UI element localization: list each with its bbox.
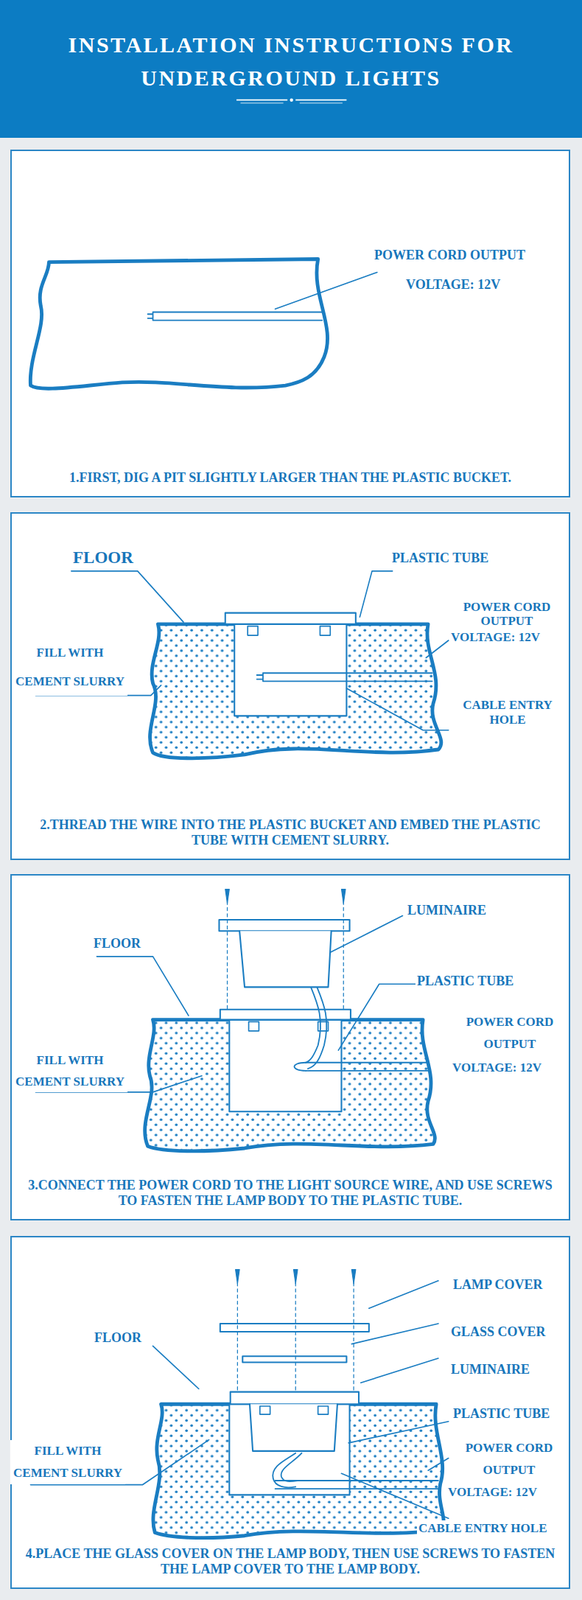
part-label: CABLE ENTRY HOLE xyxy=(455,697,560,728)
part-label: CABLE ENTRY HOLE xyxy=(416,1519,549,1537)
part-label: PLASTIC TUBE xyxy=(390,549,490,566)
voltage-label: VOLTAGE: 12V xyxy=(449,629,542,645)
floor-label: FLOOR xyxy=(71,548,135,568)
voltage-label: VOLTAGE: 12V xyxy=(446,1483,539,1500)
voltage-label: VOLTAGE: 12V xyxy=(450,1059,543,1076)
part-label: LAMP COVER xyxy=(451,1275,545,1293)
part-label: LUMINAIRE xyxy=(449,1360,532,1377)
voltage-label: VOLTAGE: 12V xyxy=(404,276,502,293)
part-label: PLASTIC TUBE xyxy=(451,1404,552,1422)
fill-label: FILL WITH CEMENT SLURRY xyxy=(10,1439,126,1484)
fill-label: FILL WITH CEMENT SLURRY xyxy=(12,1049,128,1092)
step-caption: 4.PLACE THE GLASS COVER ON THE LAMP BODY… xyxy=(23,1545,557,1577)
fill-label: FILL WITH CEMENT SLURRY xyxy=(12,637,128,696)
step-caption: 3.CONNECT THE POWER CORD TO THE LIGHT SO… xyxy=(23,1177,557,1209)
part-label: POWER CORD OUTPUT xyxy=(452,1010,568,1055)
floor-label: FLOOR xyxy=(92,1329,143,1346)
part-label: LUMINAIRE xyxy=(405,901,488,918)
floor-label: FLOOR xyxy=(92,934,143,952)
title: INSTALLATION INSTRUCTIONS FOR UNDERGROUN… xyxy=(66,27,516,95)
part-label: GLASS COVER xyxy=(449,1323,548,1340)
step-panel: 1.FIRST, DIG A PIT SLIGHTLY LARGER THAN … xyxy=(10,149,571,498)
step-caption: 2.THREAD THE WIRE INTO THE PLASTIC BUCKE… xyxy=(23,817,557,848)
part-label: POWER CORD OUTPUT xyxy=(451,1436,567,1481)
part-label: PLASTIC TUBE xyxy=(415,972,515,989)
step-caption: 1.FIRST, DIG A PIT SLIGHTLY LARGER THAN … xyxy=(23,470,557,486)
part-label: POWER CORD OUTPUT xyxy=(372,246,527,264)
part-label: POWER CORD OUTPUT xyxy=(449,599,565,628)
